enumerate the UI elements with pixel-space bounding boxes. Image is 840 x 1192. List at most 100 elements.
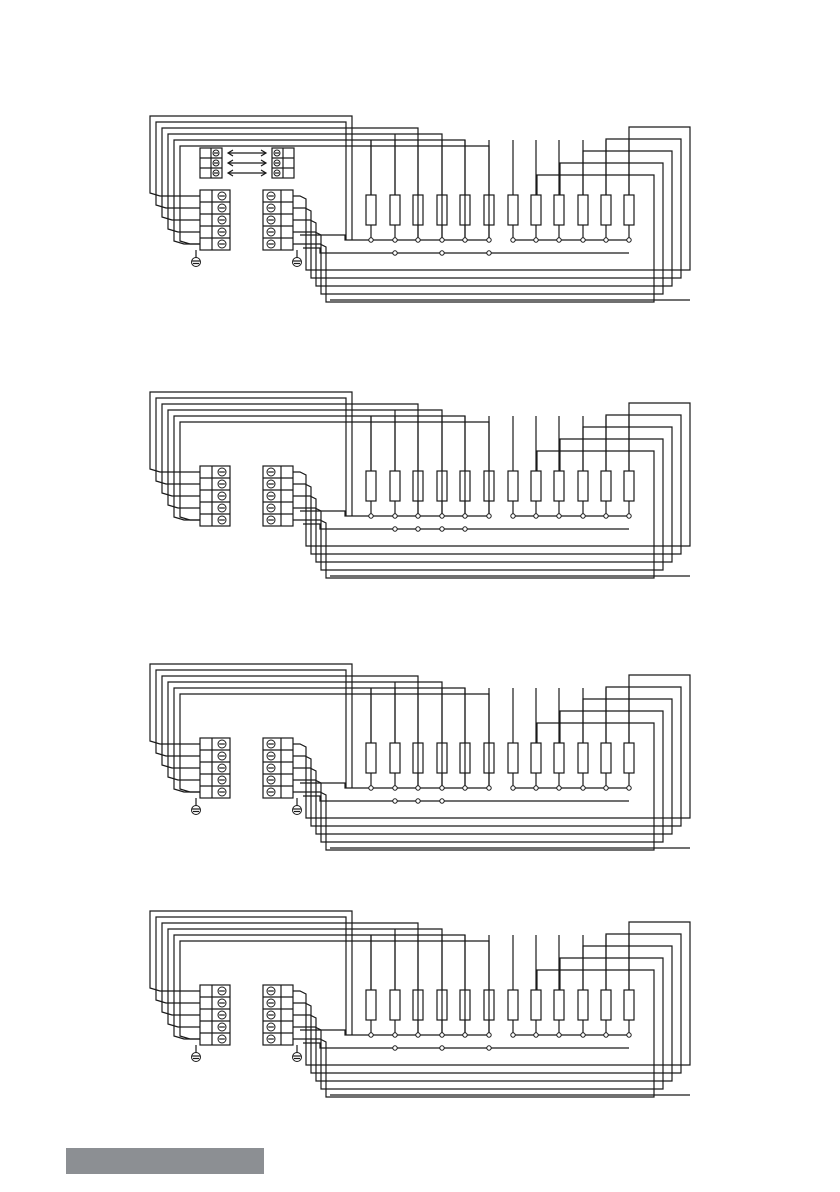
wire-right-return: [293, 451, 654, 578]
junction-node: [534, 1033, 538, 1037]
junction-node: [487, 1046, 491, 1050]
junction-node: [627, 514, 631, 518]
junction-node: [487, 786, 491, 790]
screw-terminal-icon: [267, 1023, 275, 1031]
resistor-12: [624, 990, 634, 1020]
junction-node: [393, 514, 397, 518]
screw-terminal-icon: [267, 987, 275, 995]
resistor-7: [508, 195, 518, 225]
resistor-1: [366, 990, 376, 1020]
screw-terminal-icon: [267, 228, 275, 236]
screw-terminal-icon: [218, 468, 226, 476]
ground-ring: [293, 806, 302, 815]
ground-ring: [192, 806, 201, 815]
screw-terminal-icon: [218, 516, 226, 524]
resistor-12: [624, 195, 634, 225]
junction-node: [393, 786, 397, 790]
junction-node: [604, 238, 608, 242]
junction-node: [440, 1046, 444, 1050]
ground-symbol-icon: [293, 250, 302, 267]
screw-terminal-icon: [267, 504, 275, 512]
resistor-8: [531, 990, 541, 1020]
screw-terminal-icon: [213, 170, 219, 176]
junction-node: [604, 1033, 608, 1037]
ground-symbol-icon: [293, 1045, 302, 1062]
screw-terminal-icon: [218, 192, 226, 200]
wire-right-return: [293, 151, 672, 286]
wire: [303, 1043, 395, 1048]
resistor-10: [578, 990, 588, 1020]
junction-node: [440, 799, 444, 803]
junction-node: [440, 251, 444, 255]
screw-terminal-icon: [218, 987, 226, 995]
screw-terminal-icon: [218, 1023, 226, 1031]
junction-node: [487, 251, 491, 255]
double-arrow-icon: [228, 170, 266, 176]
junction-node: [604, 514, 608, 518]
wire-right-return: [293, 970, 654, 1097]
resistor-9: [554, 743, 564, 773]
screw-terminal-icon: [267, 740, 275, 748]
screw-terminal-icon: [218, 480, 226, 488]
screw-terminal-icon: [218, 1011, 226, 1019]
ground-ring: [293, 258, 302, 267]
screw-terminal-icon: [218, 504, 226, 512]
junction-node: [487, 238, 491, 242]
junction-node: [627, 1033, 631, 1037]
junction-node: [581, 514, 585, 518]
junction-node: [369, 1033, 373, 1037]
resistor-9: [554, 471, 564, 501]
screw-terminal-icon: [267, 492, 275, 500]
resistor-7: [508, 471, 518, 501]
resistor-10: [578, 471, 588, 501]
screw-terminal-icon: [218, 216, 226, 224]
junction-node: [416, 527, 420, 531]
junction-node: [393, 799, 397, 803]
wire-right-return: [293, 175, 654, 302]
junction-node: [393, 251, 397, 255]
screw-terminal-icon: [267, 516, 275, 524]
resistor-7: [508, 990, 518, 1020]
junction-node: [369, 786, 373, 790]
resistor-2: [390, 195, 400, 225]
ground-symbol-icon: [192, 798, 201, 815]
screw-terminal-icon: [267, 468, 275, 476]
screw-terminal-icon: [267, 240, 275, 248]
junction-node: [581, 786, 585, 790]
screw-terminal-icon: [213, 150, 219, 156]
junction-node: [557, 238, 561, 242]
wire: [303, 248, 395, 253]
resistor-10: [578, 195, 588, 225]
wire-right-return: [293, 427, 672, 562]
wiring-diagram-variant-2: [150, 392, 690, 578]
junction-node: [511, 514, 515, 518]
wire-right-return: [293, 958, 663, 1089]
screw-terminal-icon: [218, 788, 226, 796]
junction-node: [487, 514, 491, 518]
screw-terminal-icon: [218, 740, 226, 748]
wire-right-return: [293, 439, 663, 570]
junction-node: [393, 527, 397, 531]
junction-node: [369, 514, 373, 518]
ground-ring: [192, 1053, 201, 1062]
junction-node: [440, 527, 444, 531]
screw-terminal-icon: [267, 204, 275, 212]
junction-node: [393, 238, 397, 242]
resistor-8: [531, 743, 541, 773]
screw-terminal-icon: [218, 204, 226, 212]
junction-node: [627, 786, 631, 790]
screw-terminal-icon: [267, 788, 275, 796]
junction-node: [416, 238, 420, 242]
wiring-diagram-variant-3: [150, 664, 690, 850]
junction-node: [393, 1033, 397, 1037]
ground-symbol-icon: [192, 1045, 201, 1062]
screw-terminal-icon: [218, 228, 226, 236]
ground-symbol-icon: [293, 798, 302, 815]
junction-node: [416, 786, 420, 790]
resistor-11: [601, 195, 611, 225]
screw-terminal-icon: [267, 216, 275, 224]
wire-right-return: [293, 163, 663, 294]
screw-terminal-icon: [274, 170, 280, 176]
resistor-1: [366, 471, 376, 501]
